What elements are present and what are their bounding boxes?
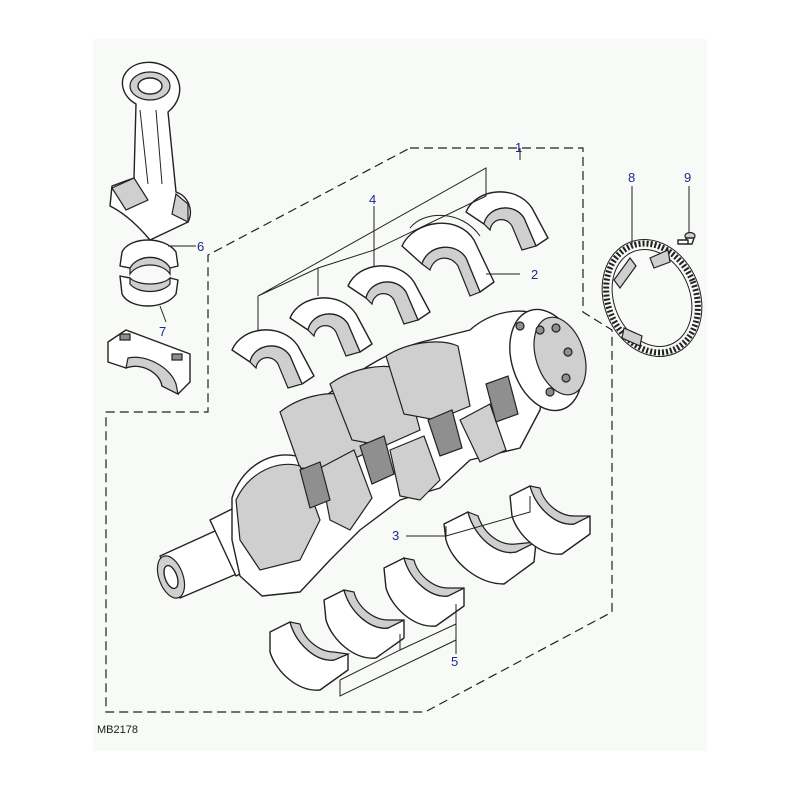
upper-bearing-2 [289, 297, 373, 357]
upper-bearing-1 [231, 329, 315, 389]
upper-main-bearings [231, 191, 549, 389]
callout-9: 9 [684, 170, 691, 185]
callout-5: 5 [451, 654, 458, 669]
callout-4: 4 [369, 192, 376, 207]
callout-8: 8 [628, 170, 635, 185]
lower-bearing-2 [323, 589, 405, 659]
assembly-boundary [105, 147, 613, 713]
screw [677, 231, 696, 245]
upper-bearing-3 [347, 265, 431, 325]
conrod-upper-bearing [119, 239, 179, 276]
connecting-rod [109, 61, 192, 241]
callout-3: 3 [392, 528, 399, 543]
upper-thrust-bearing [401, 215, 495, 297]
upper-bearing-5 [465, 191, 549, 251]
lower-main-bearings [269, 485, 591, 691]
leader-lines [159, 148, 690, 697]
reluctor-ring [601, 239, 703, 357]
conrod-lower-bearing [119, 275, 179, 307]
callout-7: 7 [159, 324, 166, 339]
callout-2: 2 [531, 267, 538, 282]
lower-bearing-3 [383, 557, 465, 627]
crankshaft [156, 308, 587, 599]
lower-bearing-1 [269, 621, 351, 691]
diagram-reference: MB2178 [97, 724, 138, 736]
callout-1: 1 [515, 140, 522, 155]
callout-6: 6 [197, 239, 204, 254]
conrod-cap [107, 329, 191, 396]
